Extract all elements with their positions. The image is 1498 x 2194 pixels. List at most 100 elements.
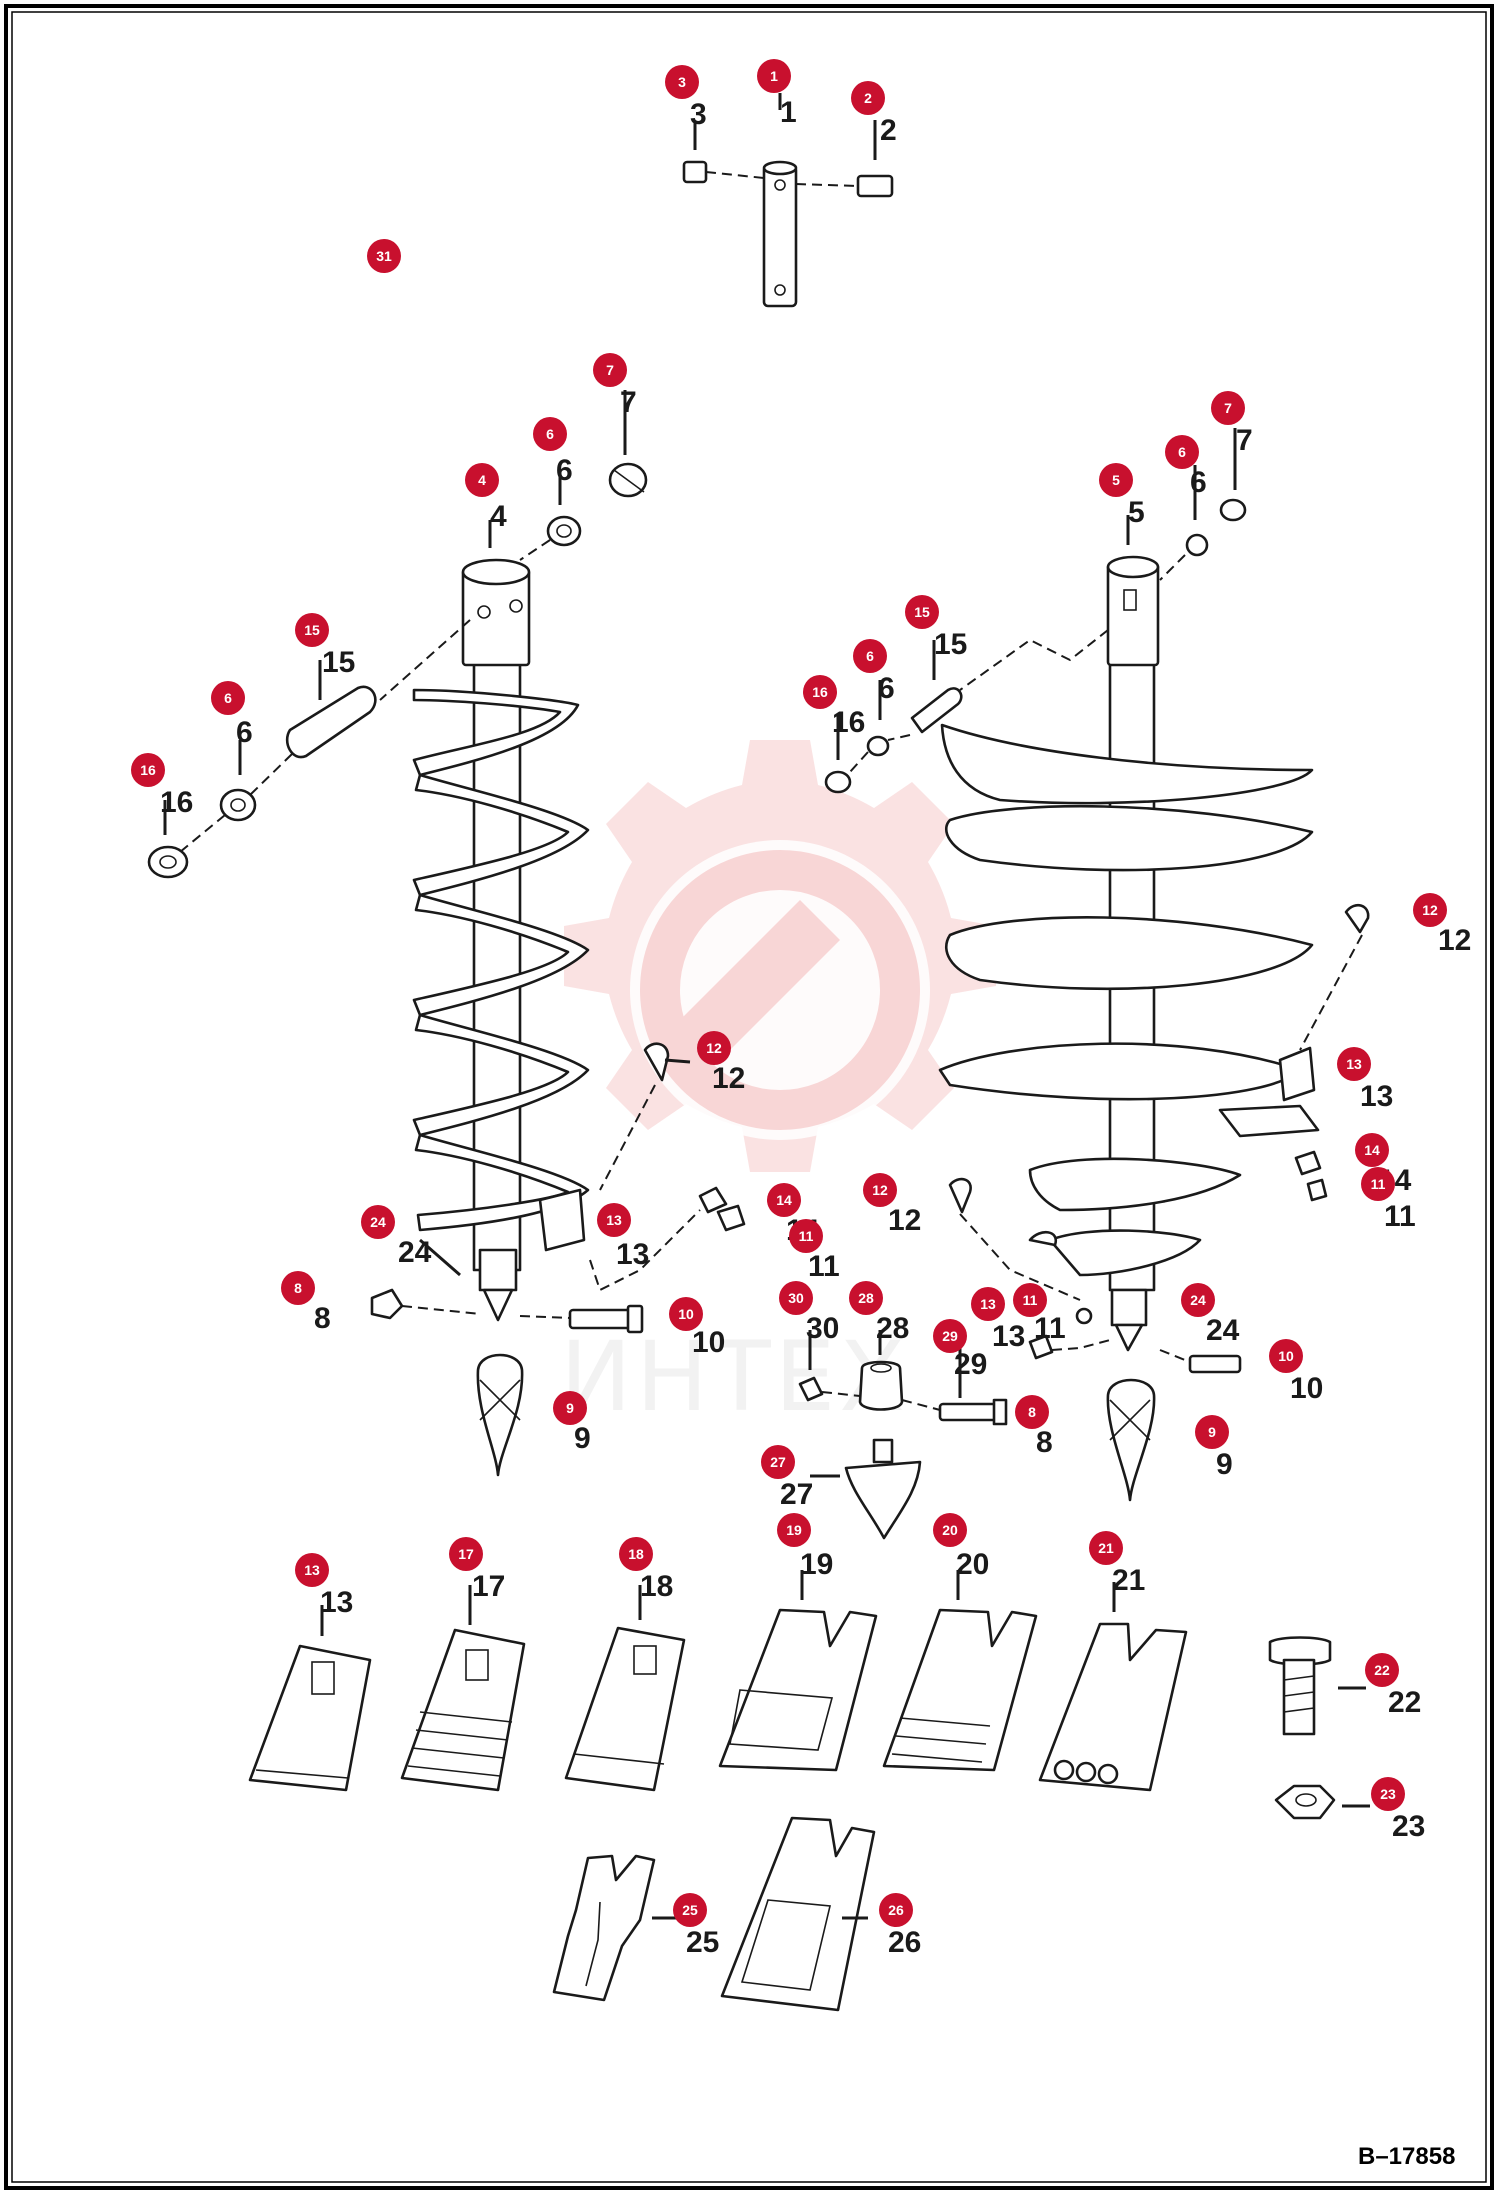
tooth-20	[882, 1608, 1038, 1772]
watermark-logo: ИНТЕХ	[560, 740, 996, 1433]
pilot-bit-27	[844, 1460, 922, 1540]
callout-label: 7	[606, 362, 614, 378]
printed-number: 9	[1216, 1448, 1233, 1481]
callout-c9b: 99	[1195, 1415, 1233, 1481]
callout-label: 8	[294, 1280, 302, 1296]
flight-right-3	[944, 916, 1314, 991]
callout-badge	[849, 1281, 883, 1315]
tooth-13-right	[1278, 1046, 1316, 1102]
callout-label: 13	[980, 1296, 996, 1312]
callout-label: 7	[1224, 400, 1232, 416]
printed-number: 25	[686, 1926, 719, 1959]
callout-label: 11	[1023, 1292, 1038, 1308]
callout-label: 12	[706, 1040, 722, 1056]
auger-right-collar	[1106, 563, 1160, 667]
lynch-pin-7-right	[1219, 498, 1247, 522]
printed-number: 27	[780, 1478, 813, 1511]
callout-badge	[1015, 1395, 1049, 1429]
nut-16-left	[147, 845, 189, 879]
callout-badge	[361, 1205, 395, 1239]
callout-label: 6	[866, 648, 874, 664]
printed-number: 11	[1384, 1200, 1416, 1233]
callout-label: 18	[628, 1546, 644, 1562]
printed-number: 13	[616, 1238, 649, 1271]
callout-label: 16	[812, 684, 828, 700]
right-hardware	[824, 428, 1370, 1374]
tooth-21	[1038, 1622, 1188, 1792]
washer-14-right	[1294, 1150, 1322, 1176]
callout-badge	[1181, 1283, 1215, 1317]
callout-badge	[1361, 1167, 1395, 1201]
printed-number: 13	[1360, 1080, 1393, 1113]
callout-badge	[295, 613, 329, 647]
auger-right	[938, 555, 1320, 1502]
callout-label: 24	[370, 1214, 386, 1230]
nut-3-part	[682, 160, 708, 184]
nut-11-right	[1306, 1178, 1328, 1202]
printed-number: 28	[876, 1312, 909, 1345]
callout-badge	[665, 65, 699, 99]
nut-8-left	[370, 1288, 404, 1320]
callout-c9a: 99	[553, 1391, 591, 1455]
callout-label: 15	[914, 604, 930, 620]
callout-badge	[851, 81, 885, 115]
callout-badge	[1013, 1283, 1047, 1317]
callout-c2: 22	[851, 81, 897, 147]
washer-6-left-b	[219, 788, 257, 822]
printed-number: 10	[1290, 1372, 1323, 1405]
adapter-28	[858, 1360, 904, 1411]
callout-label: 23	[1380, 1786, 1396, 1802]
left-hardware	[147, 390, 648, 879]
callout-badge	[593, 353, 627, 387]
callout-label: 4	[478, 472, 486, 488]
callout-label: 17	[458, 1546, 474, 1562]
tooth-13-mid	[1028, 1231, 1058, 1247]
printed-number: 4	[490, 500, 507, 533]
callout-label: 31	[376, 248, 392, 264]
callout-badge	[281, 1271, 315, 1305]
callout-badge	[1211, 391, 1245, 425]
callout-label: 8	[1028, 1404, 1036, 1420]
tooth-13-left	[538, 1188, 586, 1252]
callout-badge	[767, 1183, 801, 1217]
callout-label: 13	[304, 1562, 320, 1578]
callout-label: 12	[1422, 902, 1438, 918]
callout-badge	[367, 239, 401, 273]
callout-label: 24	[1190, 1292, 1206, 1308]
callout-label: 11	[799, 1228, 814, 1244]
drawing-code: B–17858	[1358, 2143, 1455, 2170]
pin-assembly-top	[682, 93, 894, 308]
callout-badge	[673, 1893, 707, 1927]
teeth-row	[248, 1570, 1370, 2012]
callout-badge	[465, 463, 499, 497]
washer-14-left	[698, 1186, 728, 1214]
callout-c1: 11	[757, 59, 797, 129]
flight-right-4	[938, 1042, 1302, 1101]
tooth-19	[718, 1608, 878, 1772]
printed-number: 21	[1112, 1564, 1145, 1597]
carriage-bolt-22	[1268, 1636, 1332, 1666]
printed-number: 15	[322, 646, 355, 679]
callout-label: 10	[1278, 1348, 1294, 1364]
pilot-bit-9-left	[476, 1353, 524, 1477]
printed-number: 1	[780, 96, 797, 129]
printed-number: 7	[1236, 424, 1253, 457]
callout-c6b: 66	[211, 681, 253, 749]
printed-number: 12	[712, 1062, 745, 1095]
callout-badge	[697, 1031, 731, 1065]
bolt-12-left	[643, 1042, 670, 1082]
printed-number: 7	[620, 386, 637, 419]
tooth-25	[552, 1854, 656, 2002]
callout-label: 6	[224, 690, 232, 706]
tooth-17	[400, 1628, 526, 1792]
bolt-2-part	[856, 174, 894, 198]
sheet-border	[4, 4, 1494, 2190]
